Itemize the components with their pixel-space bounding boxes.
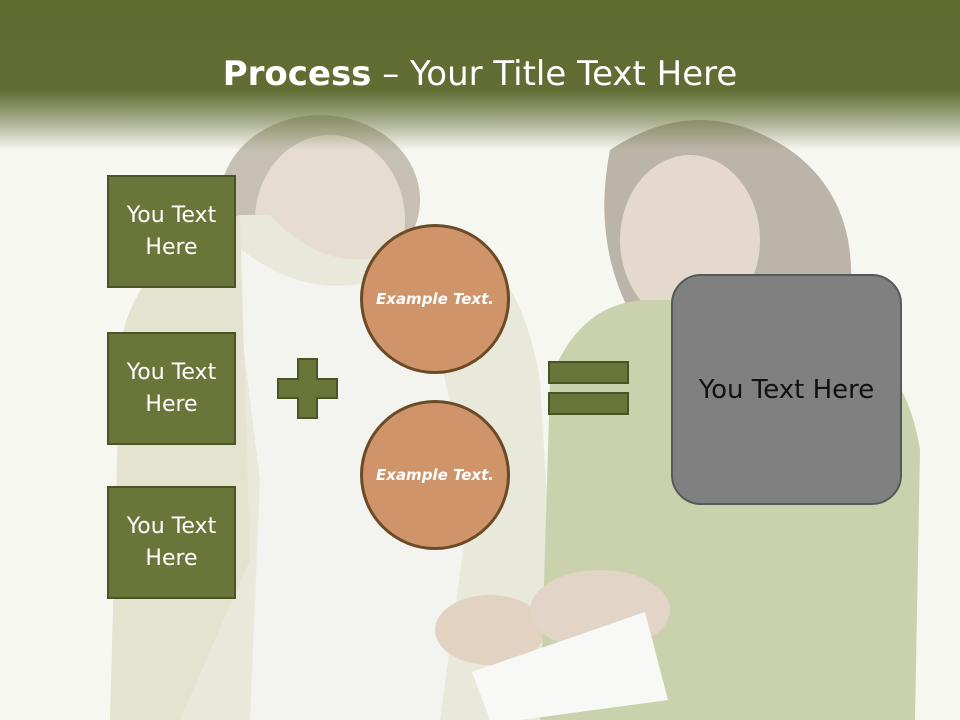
plus-icon xyxy=(277,358,338,419)
equals-icon xyxy=(548,361,629,415)
result-box: You Text Here xyxy=(671,274,902,505)
text-box-1: You Text Here xyxy=(107,175,236,288)
example-circle-1: Example Text. xyxy=(360,224,510,374)
slide-title: Process – Your Title Text Here xyxy=(0,52,960,96)
text-box-3: You Text Here xyxy=(107,486,236,599)
example-circle-2: Example Text. xyxy=(360,400,510,550)
text-box-2: You Text Here xyxy=(107,332,236,445)
title-bold: Process xyxy=(222,54,372,94)
title-rest: – Your Title Text Here xyxy=(371,54,738,94)
title-bar: Process – Your Title Text Here xyxy=(0,0,960,150)
